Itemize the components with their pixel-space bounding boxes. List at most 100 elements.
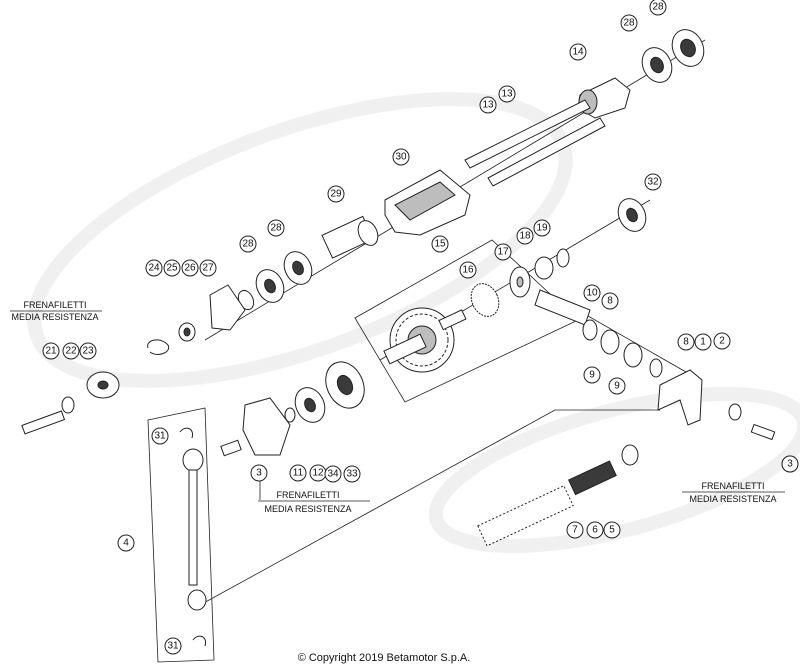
callout-label: 26 bbox=[184, 263, 196, 274]
callout-label: 33 bbox=[346, 469, 358, 480]
callout-5: 5 bbox=[603, 521, 621, 539]
callout-25: 25 bbox=[163, 259, 181, 277]
callout-label: 3 bbox=[787, 459, 793, 470]
bearings-lower bbox=[284, 361, 365, 423]
callout-26: 26 bbox=[181, 259, 199, 277]
callout-8: 8 bbox=[601, 292, 619, 310]
bearing-upper-right bbox=[641, 29, 705, 83]
callout-9: 9 bbox=[608, 377, 626, 395]
note-center: FRENAFILETTI MEDIA RESISTENZA bbox=[258, 480, 370, 514]
callout-label: 13 bbox=[482, 100, 494, 111]
bracket-part-30 bbox=[384, 169, 471, 236]
callout-label: 6 bbox=[592, 525, 598, 536]
bolt-washer-bushing bbox=[21, 371, 120, 435]
callout-32: 32 bbox=[644, 173, 662, 191]
callout-16: 16 bbox=[459, 261, 477, 279]
callout-label: 17 bbox=[497, 247, 509, 258]
callout-13: 13 bbox=[479, 96, 497, 114]
callout-label: 24 bbox=[148, 263, 160, 274]
note-right-line1: FRENAFILETTI bbox=[701, 481, 764, 491]
cam-part-14 bbox=[577, 77, 631, 119]
callout-label: 25 bbox=[166, 263, 178, 274]
callout-label: 8 bbox=[683, 337, 689, 348]
callout-label: 32 bbox=[647, 177, 659, 188]
bearing-part-32 bbox=[617, 198, 647, 232]
callout-9: 9 bbox=[583, 366, 601, 384]
callout-23: 23 bbox=[79, 342, 97, 360]
copyright-text: © Copyright 2019 Betamotor S.p.A. bbox=[298, 652, 471, 664]
callout-31: 31 bbox=[151, 427, 169, 445]
callout-33: 33 bbox=[343, 465, 361, 483]
plate-part-3 bbox=[220, 397, 291, 457]
gear-part-15 bbox=[383, 307, 467, 373]
callout-label: 29 bbox=[330, 189, 342, 200]
callout-label: 8 bbox=[607, 296, 613, 307]
note-right: FRENAFILETTI MEDIA RESISTENZA bbox=[682, 481, 785, 504]
rods-part-13 bbox=[464, 99, 606, 187]
callout-label: 28 bbox=[242, 239, 254, 250]
callout-label: 22 bbox=[65, 346, 77, 357]
lever-part-1 bbox=[657, 369, 703, 426]
callout-10: 10 bbox=[583, 284, 601, 302]
callout-label: 9 bbox=[614, 381, 620, 392]
watermark bbox=[27, 92, 800, 554]
callout-label: 30 bbox=[395, 152, 407, 163]
note-left: FRENAFILETTI MEDIA RESISTENZA bbox=[10, 300, 102, 322]
callout-label: 2 bbox=[719, 336, 725, 347]
callout-1: 1 bbox=[694, 333, 712, 351]
callout-19: 19 bbox=[533, 219, 551, 237]
washer-bolt-right bbox=[728, 403, 776, 441]
callout-label: 14 bbox=[572, 47, 584, 58]
callout-34: 34 bbox=[324, 465, 342, 483]
ring-parts-8-9 bbox=[582, 319, 663, 378]
springs-5-7 bbox=[477, 444, 639, 547]
callout-4: 4 bbox=[117, 534, 135, 552]
callout-28: 28 bbox=[620, 14, 638, 32]
callout-7: 7 bbox=[566, 521, 584, 539]
callout-label: 15 bbox=[434, 239, 446, 250]
rod-part-4 bbox=[179, 427, 207, 647]
callout-label: 12 bbox=[312, 468, 324, 479]
callout-label: 1 bbox=[700, 337, 706, 348]
part-callouts: 1233345678899101112131314151617181921222… bbox=[42, 0, 799, 655]
callout-21: 21 bbox=[42, 342, 60, 360]
bushing-part-29 bbox=[321, 215, 379, 259]
callout-28: 28 bbox=[267, 219, 285, 237]
note-left-line2: MEDIA RESISTENZA bbox=[11, 312, 98, 322]
callout-label: 9 bbox=[589, 370, 595, 381]
callout-18: 18 bbox=[516, 227, 534, 245]
callout-label: 10 bbox=[586, 288, 598, 299]
callout-label: 18 bbox=[519, 231, 531, 242]
callout-11: 11 bbox=[289, 464, 307, 482]
callout-6: 6 bbox=[586, 521, 604, 539]
callout-3: 3 bbox=[250, 464, 268, 482]
ring-parts-16-19 bbox=[470, 248, 570, 317]
callout-8: 8 bbox=[677, 333, 695, 351]
callout-3: 3 bbox=[781, 455, 799, 473]
callout-label: 3 bbox=[256, 468, 262, 479]
callout-label: 7 bbox=[572, 525, 578, 536]
callout-31: 31 bbox=[164, 637, 182, 655]
callout-22: 22 bbox=[62, 342, 80, 360]
callout-label: 28 bbox=[623, 18, 635, 29]
callout-27: 27 bbox=[199, 259, 217, 277]
bearings-middle bbox=[237, 251, 313, 311]
callout-24: 24 bbox=[145, 259, 163, 277]
callout-label: 27 bbox=[202, 263, 214, 274]
note-right-line2: MEDIA RESISTENZA bbox=[689, 494, 776, 504]
shaft-part-10 bbox=[534, 289, 591, 326]
callout-17: 17 bbox=[494, 243, 512, 261]
small-nuts bbox=[147, 322, 196, 355]
callout-13: 13 bbox=[498, 85, 516, 103]
callout-label: 31 bbox=[167, 641, 179, 652]
callout-label: 31 bbox=[154, 431, 166, 442]
callout-label: 19 bbox=[536, 223, 548, 234]
callout-29: 29 bbox=[327, 185, 345, 203]
callout-30: 30 bbox=[392, 148, 410, 166]
callout-label: 34 bbox=[327, 469, 339, 480]
callout-2: 2 bbox=[713, 332, 731, 350]
lever-part-27 bbox=[209, 284, 246, 331]
callout-label: 4 bbox=[123, 538, 129, 549]
note-center-line2: MEDIA RESISTENZA bbox=[264, 504, 351, 514]
